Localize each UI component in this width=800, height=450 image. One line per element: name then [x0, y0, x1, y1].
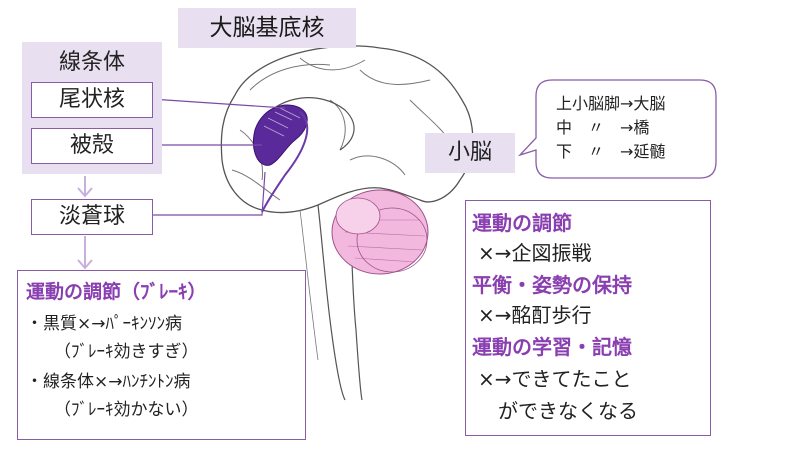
- cerebellum-line-2: ×→酩酊歩行: [478, 303, 592, 327]
- cerebellum-heading-1: 運動の調節: [472, 211, 572, 235]
- peduncle-line-2: 中 〃 →橋: [556, 118, 650, 137]
- cerebellum-line-3: ×→できてたこと: [478, 367, 632, 391]
- globus-pallidus-label: 淡蒼球: [31, 199, 153, 235]
- arrow-down-1: [77, 176, 93, 198]
- putamen-label: 被殻: [31, 128, 153, 164]
- parkinson-line: ・黒質×→ﾊﾟｰｷﾝｿﾝ病: [26, 314, 182, 334]
- title-band: [178, 8, 356, 48]
- striatum-shape: [253, 104, 308, 166]
- cerebellum-band: [425, 133, 515, 173]
- cerebellum-line-4: ができなくなる: [498, 399, 638, 423]
- caudate-label: 尾状核: [31, 82, 153, 118]
- huntington-line: ・線条体×→ﾊﾝﾁﾝﾄﾝ病: [26, 372, 191, 392]
- arrow-down-2: [77, 236, 93, 270]
- peduncle-line-1: 上小脳脚→大脳: [556, 94, 666, 113]
- diagram-title: 大脳基底核: [209, 15, 325, 41]
- basal-ganglia-function-box: 運動の調節（ﾌﾞﾚｰｷ） ・黒質×→ﾊﾟｰｷﾝｿﾝ病 （ﾌﾞﾚｰｷ効きすぎ） ・…: [17, 270, 306, 440]
- huntington-note: （ﾌﾞﾚｰｷ効かない）: [54, 400, 199, 420]
- pallidus-pointer: [151, 171, 266, 216]
- striatum-label: 線条体: [58, 50, 125, 75]
- cerebellum-bubble: [517, 79, 717, 179]
- brainstem-outline: [317, 204, 346, 401]
- caudate-pointer: [150, 98, 286, 109]
- cerebellum-function-box: 運動の調節 ×→企図振戦 平衡・姿勢の保持 ×→酩酊歩行 運動の学習・記憶 ×→…: [465, 200, 711, 436]
- basal-ganglia-heading: 運動の調節（ﾌﾞﾚｰｷ）: [26, 281, 207, 303]
- cerebellum-label: 小脳: [447, 140, 492, 165]
- peduncle-line-3: 下 〃 →延髄: [556, 142, 666, 161]
- cerebellum-heading-3: 運動の学習・記憶: [472, 335, 632, 359]
- cerebrum-outline: [220, 45, 474, 214]
- cerebellum-line-1: ×→企図振戦: [478, 241, 592, 265]
- parkinson-note: （ﾌﾞﾚｰｷ効きすぎ）: [54, 342, 199, 362]
- cerebellum-heading-2: 平衡・姿勢の保持: [472, 273, 632, 297]
